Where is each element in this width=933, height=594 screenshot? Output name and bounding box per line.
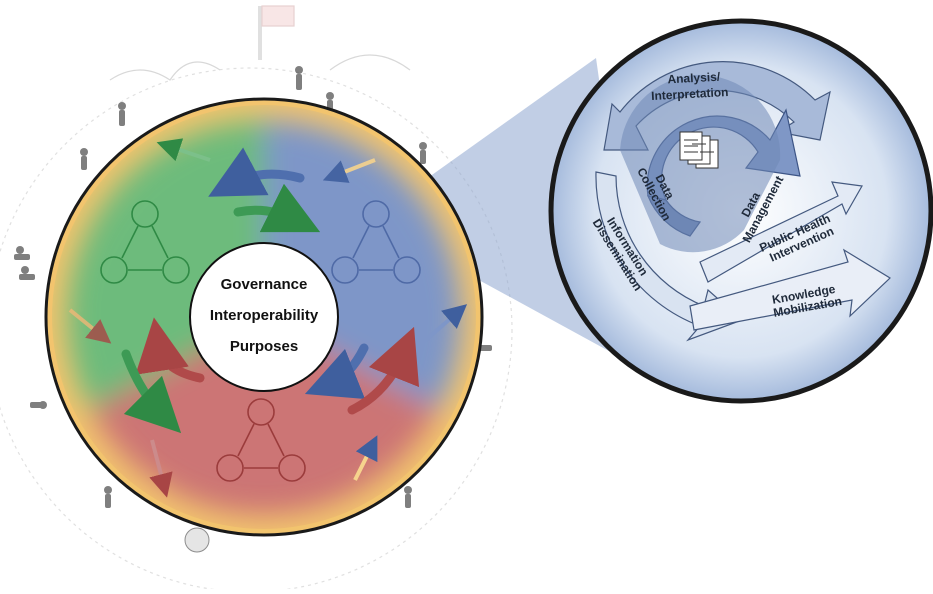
node-triad-red <box>216 398 306 482</box>
center-circle: Governance Interoperability Purposes <box>189 242 339 392</box>
arrow-blue-to-green <box>208 147 305 197</box>
background-sketch-globe <box>0 5 513 593</box>
node-triad-green <box>100 200 190 284</box>
label-interpretation: Interpretation <box>651 85 729 103</box>
arrow-red-to-green <box>135 317 205 383</box>
ring-flow-arrows <box>68 138 468 498</box>
center-label-interoperability: Interoperability <box>210 307 319 324</box>
center-label-governance: Governance <box>221 276 308 293</box>
documents-icon <box>679 131 719 169</box>
arrow-green-to-blue <box>233 183 321 233</box>
label-analysis: Analysis/ <box>667 70 721 87</box>
arrow-red-to-blue <box>347 326 420 415</box>
arrow-blue-to-red <box>304 343 369 400</box>
zoom-circle: Analysis/ Interpretation Data Collection… <box>548 18 933 404</box>
arrow-green-to-red <box>121 349 182 434</box>
center-label-purposes: Purposes <box>230 338 298 355</box>
node-triad-blue <box>331 200 421 284</box>
public-health-arrow <box>699 181 863 283</box>
exchange-arrows <box>121 147 420 434</box>
knowledge-mobilization-arrow <box>689 248 891 331</box>
